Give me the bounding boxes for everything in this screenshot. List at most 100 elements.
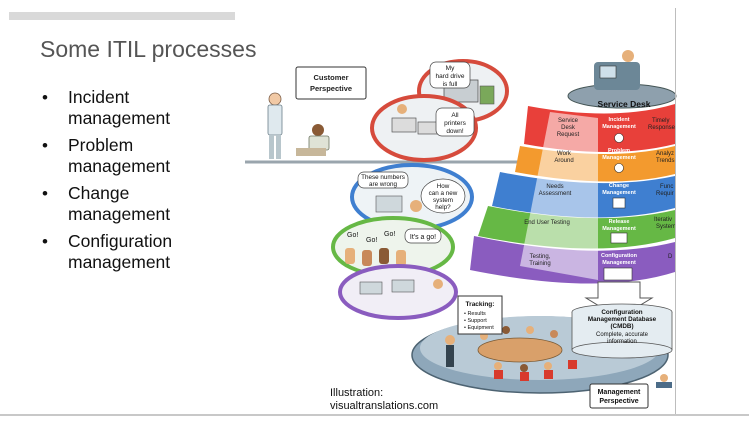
management-perspective-label: Perspective [599,398,638,405]
svg-text:• Equipment: • Equipment [464,325,494,331]
illustration-credit: Illustration: visualtranslations.com [330,387,439,412]
slide-title: Some ITIL processes [40,36,257,62]
center-label: Management [602,190,636,196]
left-label: Assessment [539,191,572,197]
left-label: Needs [546,184,563,190]
calendar-icon [603,267,633,281]
left-label: End User Testing [524,220,570,226]
bullet-icon: • [42,184,48,203]
cmdb-title: Configuration [601,309,642,316]
svg-text:hard drive: hard drive [436,73,465,80]
cmdb-desc: Complete, accurate [596,332,649,338]
person-phone-icon [267,92,283,159]
management-perspective-label: Management [598,389,641,396]
agent-icon [622,50,634,62]
svg-text:• Results: • Results [464,311,486,317]
center-label: Management [602,155,636,161]
speech-bubble [429,61,471,89]
center-label: Management [602,260,636,266]
header-bar [9,12,235,20]
customer-perspective-box [295,66,367,100]
funnel-left-panel [520,112,598,280]
svg-text:How: How [437,183,450,190]
left-label: Training [529,261,550,267]
right-label: Func [660,184,673,190]
person-icon [410,200,422,212]
right-label: D [668,254,673,260]
monitor-icon [359,281,383,295]
svg-text:Go!: Go! [347,232,358,239]
svg-text:• Support: • Support [464,318,487,324]
svg-text:are wrong: are wrong [369,181,397,188]
center-label: Management [602,226,636,232]
clock-icon [614,163,624,173]
service-desk-label: Service Desk [598,99,651,109]
right-label: Trends [656,158,674,164]
printer-icon [391,117,417,133]
left-label: Work [557,151,572,157]
svg-text:down!: down! [446,128,464,135]
drive-icon [479,85,495,105]
calendar-icon [612,197,626,209]
speech-bubble [420,178,466,214]
person-icon [656,382,672,388]
bullet-icon: • [42,136,48,155]
presenter-icon [446,345,454,367]
svg-text:printers: printers [444,120,466,127]
monitor-icon [375,195,403,213]
divider [675,8,676,414]
customer-perspective-label: Customer [313,73,348,82]
meeting-table [477,337,563,363]
clock-icon [614,133,624,143]
center-label: Management [602,124,636,130]
left-label: Service [558,118,579,124]
svg-text:Go!: Go! [384,231,395,238]
left-label: Request [557,132,580,138]
bullet-icon: • [42,88,48,107]
center-label: Release [609,219,630,225]
presenter-icon [445,335,455,345]
cmdb-title: Management Database [588,316,657,323]
svg-text:Go!: Go! [366,237,377,244]
center-label: Configuration [601,253,638,259]
monitor-icon [391,279,415,293]
right-label: Timely [652,118,669,124]
calendar-icon [610,232,628,244]
thumbs-up-icon [345,248,406,266]
center-label: Problem [608,148,630,154]
cmdb-title: (CMDB) [610,323,633,330]
svg-text:These numbers: These numbers [361,174,405,181]
center-label: Incident [608,117,629,123]
person-icon [397,104,407,114]
right-label: Response [648,125,676,131]
speech-bubble [435,107,475,137]
right-label: Iterativ [654,217,672,223]
svg-text:can a new: can a new [429,190,458,197]
divider [0,414,749,416]
svg-text:My: My [446,65,455,72]
svg-text:All: All [451,112,459,119]
management-perspective-box [589,383,649,409]
svg-text:system: system [433,197,453,204]
tracking-board [457,295,503,335]
person-kneeling-icon [296,124,330,156]
cmdb-desc: information [607,339,637,345]
cmdb-cylinder-bottom [571,341,673,359]
svg-text:help?: help? [435,204,451,211]
svg-text:Tracking:: Tracking: [466,301,495,308]
right-label: System [656,224,676,230]
center-label: Change [609,183,629,189]
bullet-icon: • [42,232,48,251]
svg-text:is full: is full [443,81,458,88]
left-label: Desk [561,125,576,131]
customer-perspective-label: Perspective [310,84,352,93]
left-label: Testing, [530,254,551,260]
speech-bubble [404,228,442,244]
right-label: Requir [656,191,674,197]
